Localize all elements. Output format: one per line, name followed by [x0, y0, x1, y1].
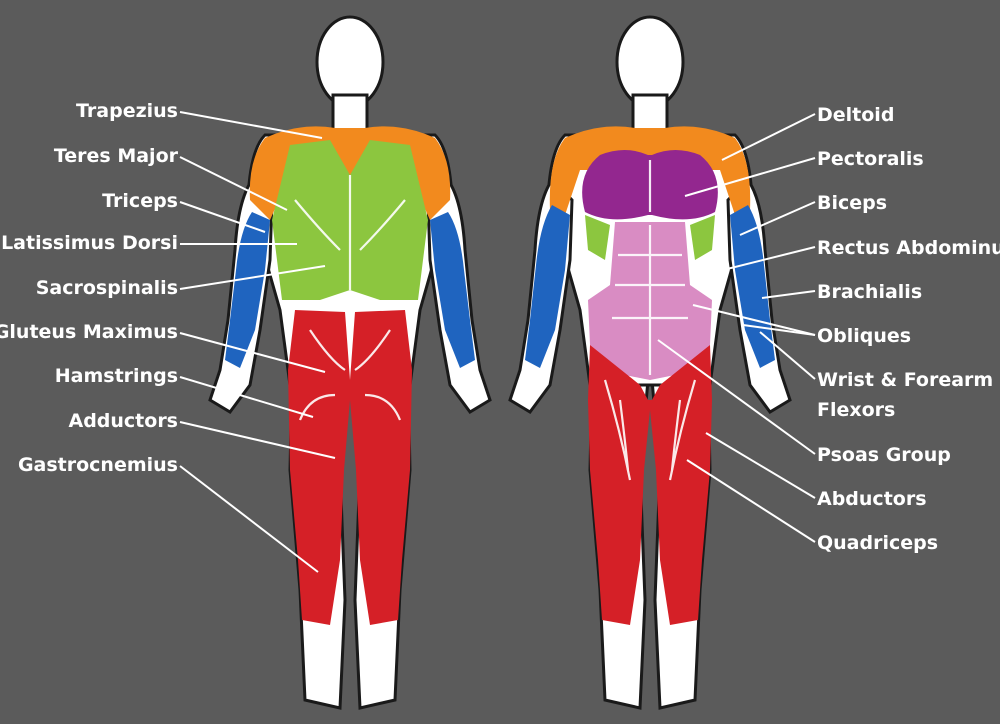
- back-silhouette: [210, 17, 490, 708]
- back-view-figure: [210, 17, 490, 708]
- label-brachialis: Brachialis: [817, 281, 922, 303]
- label-rectus-abdominus: Rectus Abdominus: [817, 237, 1000, 259]
- label-hamstrings: Hamstrings: [55, 365, 178, 387]
- label-biceps: Biceps: [817, 192, 887, 214]
- label-obliques: Obliques: [817, 325, 911, 347]
- label-sacrospinalis: Sacrospinalis: [36, 277, 178, 299]
- label-triceps: Triceps: [102, 190, 178, 212]
- leader-line-trapezius: [180, 112, 322, 138]
- front-view-figure: [510, 17, 790, 708]
- label-abductors: Abductors: [817, 488, 927, 510]
- label-latissimus-dorsi: Latissimus Dorsi: [1, 232, 178, 254]
- label-gastrocnemius: Gastrocnemius: [18, 454, 178, 476]
- label-psoas-group: Psoas Group: [817, 444, 951, 466]
- label-wrist-forearm-flexors-line1: Wrist & Forearm: [817, 369, 993, 391]
- label-deltoid: Deltoid: [817, 104, 894, 126]
- label-wrist-forearm-flexors-line2: Flexors: [817, 399, 895, 421]
- label-pectoralis: Pectoralis: [817, 148, 924, 170]
- label-trapezius: Trapezius: [76, 100, 178, 122]
- label-teres-major: Teres Major: [54, 145, 179, 167]
- label-quadriceps: Quadriceps: [817, 532, 938, 554]
- label-adductors: Adductors: [68, 410, 178, 432]
- label-gluteus-maximus: Gluteus Maximus: [0, 321, 178, 343]
- front-muscles: [525, 126, 775, 625]
